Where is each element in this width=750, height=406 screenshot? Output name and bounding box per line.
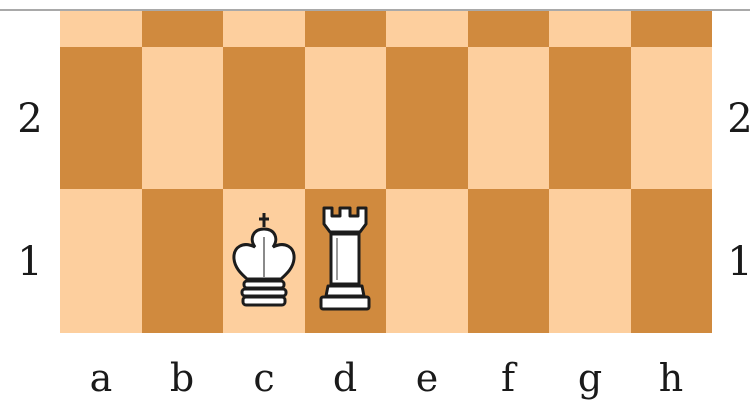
file-label-d: d bbox=[305, 359, 385, 397]
rank-label-left-1: 1 bbox=[10, 242, 50, 282]
square-a2[interactable] bbox=[60, 47, 142, 189]
square-g3[interactable] bbox=[549, 11, 631, 47]
square-b1[interactable] bbox=[142, 189, 224, 333]
square-d2[interactable] bbox=[305, 47, 387, 189]
square-g2[interactable] bbox=[549, 47, 631, 189]
white-rook-icon[interactable] bbox=[316, 204, 374, 318]
square-a1[interactable] bbox=[60, 189, 142, 333]
square-c2[interactable] bbox=[223, 47, 305, 189]
square-h2[interactable] bbox=[631, 47, 713, 189]
file-label-c: c bbox=[224, 359, 304, 397]
square-d1[interactable] bbox=[305, 189, 387, 333]
square-c1[interactable] bbox=[223, 189, 305, 333]
file-label-h: h bbox=[631, 359, 711, 397]
rank-label-right-2: 2 bbox=[720, 99, 750, 139]
square-f3[interactable] bbox=[468, 11, 550, 47]
file-label-g: g bbox=[550, 359, 630, 397]
square-e1[interactable] bbox=[386, 189, 468, 333]
square-c3[interactable] bbox=[223, 11, 305, 47]
square-e2[interactable] bbox=[386, 47, 468, 189]
square-h1[interactable] bbox=[631, 189, 713, 333]
white-king-icon[interactable] bbox=[231, 211, 297, 311]
square-h3[interactable] bbox=[631, 11, 713, 47]
rank-label-right-1: 1 bbox=[720, 242, 750, 282]
square-e3[interactable] bbox=[386, 11, 468, 47]
file-label-b: b bbox=[142, 359, 222, 397]
file-label-e: e bbox=[387, 359, 467, 397]
chess-board bbox=[60, 11, 712, 333]
square-d3[interactable] bbox=[305, 11, 387, 47]
square-f2[interactable] bbox=[468, 47, 550, 189]
square-g1[interactable] bbox=[549, 189, 631, 333]
rank-label-left-2: 2 bbox=[10, 99, 50, 139]
square-b3[interactable] bbox=[142, 11, 224, 47]
square-f1[interactable] bbox=[468, 189, 550, 333]
file-label-a: a bbox=[61, 359, 141, 397]
square-a3[interactable] bbox=[60, 11, 142, 47]
file-label-f: f bbox=[468, 359, 548, 397]
square-b2[interactable] bbox=[142, 47, 224, 189]
